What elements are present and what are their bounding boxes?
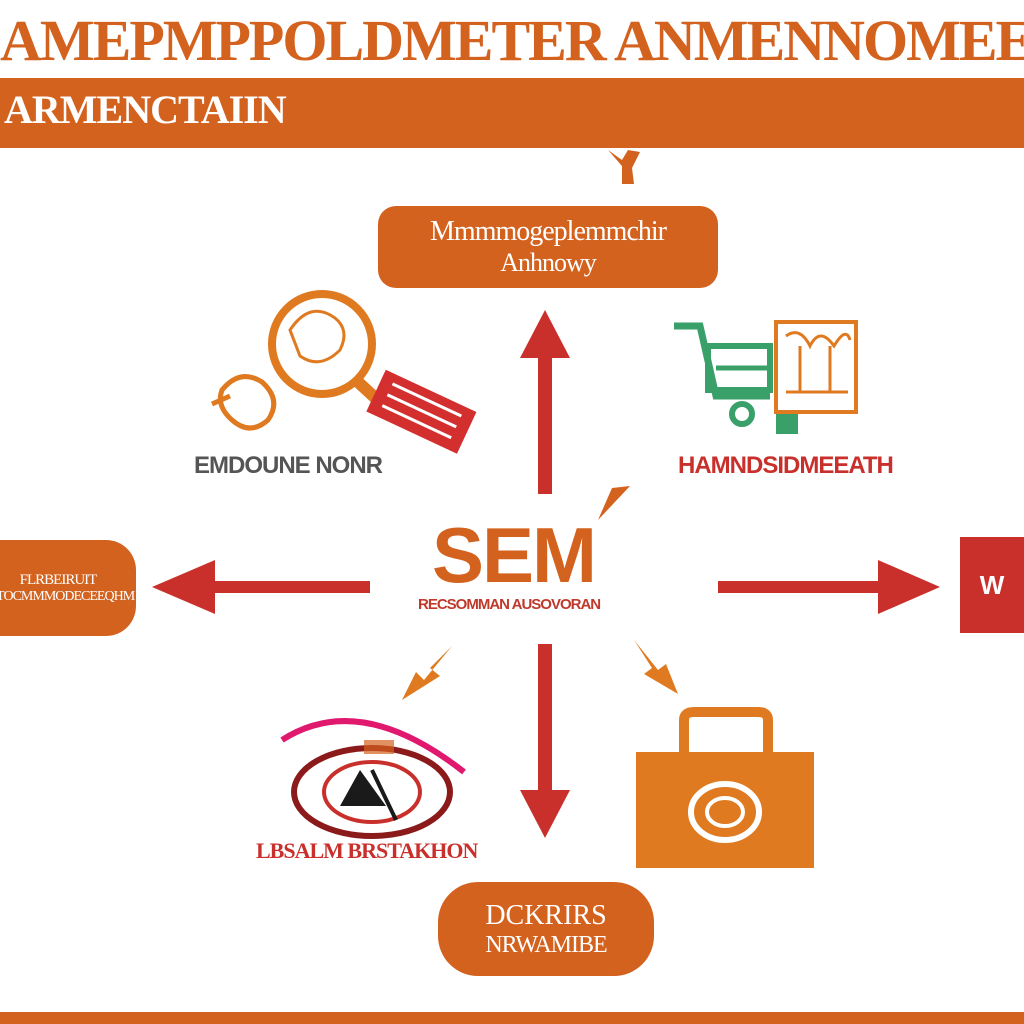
top-node-line1: Mmmmogeplemmchir [430,216,667,247]
briefcase-icon [636,707,814,868]
top-node-box: Mmmmogeplemmchir Anhnowy [378,206,718,288]
bottom-node-line1: DCKRIRS [485,899,607,931]
arrow-diagonal-right [634,640,678,694]
location-pin-icon [280,718,466,839]
arrow-left [152,560,370,614]
left-node-line1: FLRBEIRUIT [19,571,98,588]
label-top-left: EMDOUNE NONR [194,452,383,479]
arrow-diagonal-left [402,646,452,700]
right-node-text: W [979,569,1005,600]
magnifier-icon [210,290,389,431]
price-tag-icon [366,369,477,454]
label-top-right: HAMNDSIDMEEATH [678,452,894,479]
bottom-node-box: DCKRIRS NRWAMIBE [438,882,654,976]
title-bar [0,0,1024,78]
header-banner: AMEPMPPOLDMETER ANMENNOMEE ARMENCTAIIN [0,0,1024,148]
left-node-line2: ESTOCMMMODECEEQHM [0,588,135,604]
page-title: AMEPMPPOLDMETER ANMENNOMEE [0,8,1024,73]
arrow-up [520,310,570,494]
label-bottom-left: LBSALM BRSTAKHON [256,838,478,863]
storefront-icon [774,320,858,414]
shopping-cart-icon [674,322,798,434]
page-subtitle: ARMENCTAIIN [4,87,287,132]
header-down-arrow [608,150,640,184]
center-logo: SEM [432,511,597,599]
right-node-box: W [960,537,1024,633]
center-subtitle: RECSOMMAN AUSOVORAN [418,596,601,613]
arrow-right [718,560,940,614]
footer-bar [0,1012,1024,1024]
arrow-down [520,644,570,838]
logo-accent-mark [598,486,630,520]
left-node-box: FLRBEIRUIT ESTOCMMMODECEEQHM [0,540,136,636]
bottom-node-line2: NRWAMIBE [485,931,607,958]
top-node-line2: Anhnowy [500,248,597,277]
